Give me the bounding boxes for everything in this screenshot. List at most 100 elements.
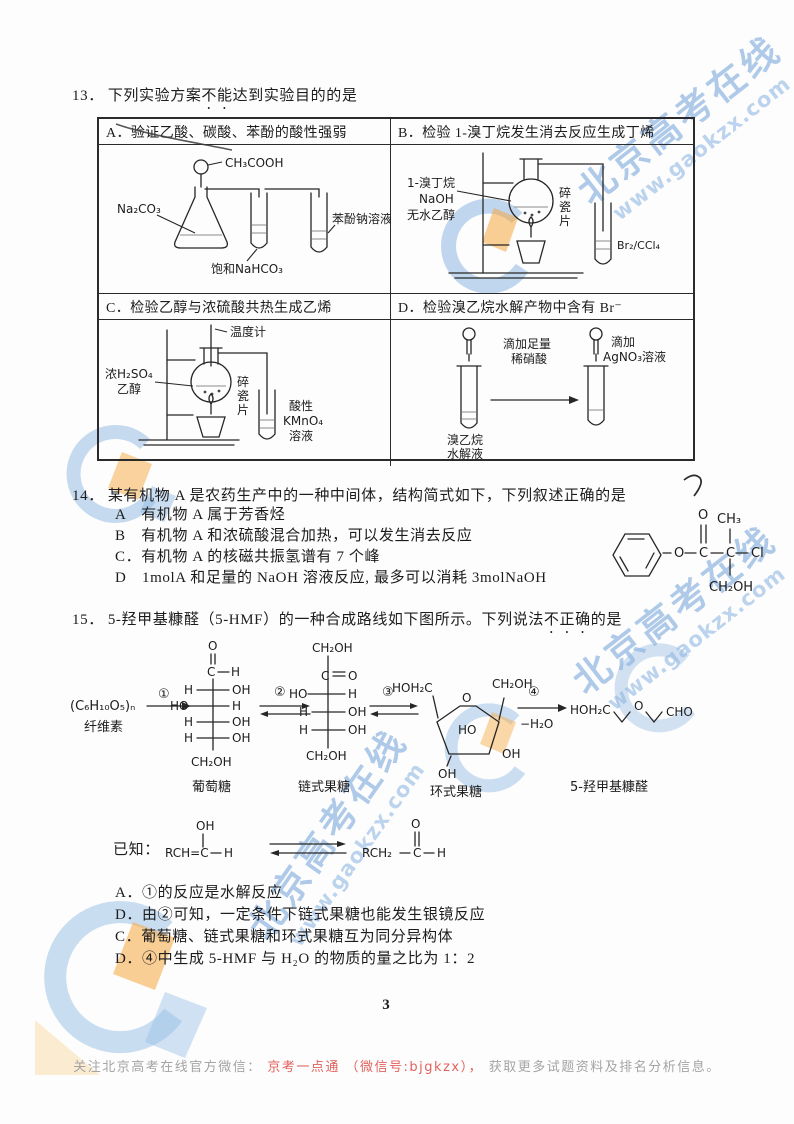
hydrolysate-label-2: 水解液 <box>447 446 483 461</box>
quaternary-c: C <box>726 546 735 561</box>
na2co3-label: Na₂CO₃ <box>117 202 161 216</box>
svg-text:KMnO₄: KMnO₄ <box>283 414 323 428</box>
page-number: 3 <box>382 997 390 1013</box>
kmno4-label: 酸性 <box>289 398 313 413</box>
q13-cell-b-header: B．检验 1-溴丁烷发生消去反应生成丁烯 <box>391 119 693 145</box>
step3-label: ③ <box>382 685 394 700</box>
svg-text:CH₂OH: CH₂OH <box>191 755 232 769</box>
q13-number: 13． <box>72 88 104 104</box>
q14-options: A 有机物 A 属于芳香烃 B 有机物 A 和浓硫酸混合加热，可以发生消去反应 … <box>115 505 547 589</box>
hydrolysate-label-1: 溴乙烷 <box>447 433 483 447</box>
test-tube-icon <box>583 365 609 426</box>
round-flask-icon <box>190 361 232 403</box>
svg-text:O: O <box>411 817 420 831</box>
svg-text:O: O <box>634 699 643 713</box>
step1-label: ① <box>158 687 170 702</box>
elimination-apparatus: Br₂/CCl₄ 碎 瓷 片 1-溴丁烷 NaOH 无水乙醇 <box>407 152 661 279</box>
q15-number: 15． <box>72 612 104 628</box>
footer-wechat-highlight: 京考一点通 （微信号:bjgkzx）， <box>267 1060 489 1075</box>
cellulose-formula: (C₆H₁₀O₅)ₙ <box>70 699 135 714</box>
h2so4-label: 浓H₂SO₄ <box>105 367 153 381</box>
svg-text:C: C <box>207 665 215 679</box>
q15-known-label: 已知： <box>113 842 160 858</box>
q15-option-a: A．①的反应是水解反应 <box>115 885 283 901</box>
pen-mark <box>115 123 233 151</box>
q13-cell-d-diagram: 滴加足量 稀硝酸 滴加 AgNO₃溶液 溴乙烷 水解液 <box>391 320 693 466</box>
naoh-label: NaOH <box>419 192 454 206</box>
q14-option-d: D 1molA 和足量的 NaOH 溶液反应, 最多可以消耗 3molNaOH <box>115 570 547 586</box>
svg-text:HOH₂C: HOH₂C <box>392 681 433 695</box>
logo-swoosh-cell-b <box>441 198 529 294</box>
svg-text:HOH₂C: HOH₂C <box>570 703 611 717</box>
q15-option-c: C．葡萄糖、链式果糖和环式果糖互为同分异构体 <box>115 929 454 945</box>
benzene-ring-icon <box>612 533 662 577</box>
svg-text:O: O <box>208 639 217 653</box>
minus-water-label: −H₂O <box>520 717 553 731</box>
svg-text:OH: OH <box>232 715 250 729</box>
pen-mark-check <box>683 474 702 497</box>
svg-text:片: 片 <box>559 214 571 228</box>
svg-text:HO: HO <box>289 687 307 701</box>
ethanol-label: 无水乙醇 <box>407 207 455 222</box>
cellulose-label: 纤维素 <box>84 720 123 735</box>
dropper-icon <box>462 327 476 341</box>
q13-cell-b-diagram: Br₂/CCl₄ 碎 瓷 片 1-溴丁烷 NaOH 无水乙醇 <box>391 145 693 294</box>
svg-text:H: H <box>231 665 240 679</box>
arrow-head <box>569 396 579 404</box>
q14-number: 14． <box>72 488 104 504</box>
q13-cell-d-header: D．检验溴乙烷水解产物中含有 Br⁻ <box>391 294 693 320</box>
svg-text:H: H <box>348 687 357 701</box>
ethylene-apparatus: 温度计 酸性 KMnO₄ 溶液 碎 瓷 片 浓H₂SO <box>105 324 323 446</box>
footer: 关注北京高考在线官方微信： 京考一点通 （微信号:bjgkzx）， 获取更多试题… <box>0 1056 794 1075</box>
enol-chain: RCH=C <box>165 846 209 860</box>
logo-swoosh-left <box>66 424 176 523</box>
q13-title: 13．下列实验方案不能达到实验目的的是 <box>72 84 357 113</box>
svg-text:OH: OH <box>348 723 366 737</box>
test-tube-icon <box>594 202 612 265</box>
q13-title-post: 达到实验目的的是 <box>232 88 358 104</box>
logo-swoosh-mid <box>614 643 696 733</box>
q14-structure: O C O C CH₃ Cl CH₂OH <box>612 508 764 595</box>
svg-text:OH: OH <box>438 767 456 781</box>
ethanol-label: 乙醇 <box>117 381 141 396</box>
svg-text:OH: OH <box>232 683 250 697</box>
svg-text:C: C <box>321 669 329 683</box>
svg-text:片: 片 <box>237 403 249 417</box>
svg-text:H: H <box>184 731 193 745</box>
ring-oxygen: O <box>462 691 471 705</box>
svg-text:HO: HO <box>170 699 188 713</box>
hydroxymethyl-group: CH₂OH <box>709 580 753 595</box>
logo-swoosh-bottom <box>35 901 207 1075</box>
chips-label: 碎 <box>559 185 571 200</box>
methyl-group: CH₃ <box>717 512 741 527</box>
agno3-label-2: AgNO₃溶液 <box>603 349 666 364</box>
q13-cell-a-diagram: CH₃COOH Na₂CO₃ 饱和NaHCO₃ 苯酚钠溶液 <box>99 145 392 294</box>
svg-text:CH₂OH: CH₂OH <box>306 749 347 763</box>
q15-title: 15．5-羟甲基糠醛（5-HMF）的一种合成路线如下图所示。下列说法不正确的是 <box>72 608 622 637</box>
svg-text:CHO: CHO <box>666 705 693 719</box>
q13-title-emphasis: 不能 <box>201 88 233 104</box>
q15-option-b: D．由②可知，一定条件下链式果糖也能发生银镜反应 <box>115 907 486 923</box>
nitric-acid-label-1: 滴加足量 <box>503 336 551 351</box>
q15-synthesis-route: (C₆H₁₀O₅)ₙ 纤维素 ① O C H H OH HO H H OH H … <box>70 639 693 800</box>
thermometer-label: 温度计 <box>230 324 266 339</box>
enol-oh: OH <box>196 819 214 833</box>
q13-cell-c-header: C．检验乙醇与浓硫酸共热生成乙烯 <box>99 294 391 320</box>
acid-strength-apparatus: CH₃COOH Na₂CO₃ 饱和NaHCO₃ 苯酚钠溶液 <box>117 156 392 276</box>
bromide-test-apparatus: 滴加足量 稀硝酸 滴加 AgNO₃溶液 溴乙烷 水解液 <box>447 327 666 461</box>
svg-text:H: H <box>232 699 241 713</box>
step4-label: ④ <box>528 685 540 700</box>
chain-fructose-label: 链式果糖 <box>298 779 350 795</box>
test-tube-icon <box>258 389 276 440</box>
svg-text:瓷: 瓷 <box>559 200 571 214</box>
svg-text:瓷: 瓷 <box>237 389 249 403</box>
hmf-structure: HOH₂C O CHO 5-羟甲基糠醛 <box>570 699 693 795</box>
svg-text:H: H <box>437 846 446 860</box>
hmf-label: 5-羟甲基糠醛 <box>570 779 648 795</box>
keto-chain: RCH₂ <box>362 846 392 860</box>
glucose-label: 葡萄糖 <box>192 779 231 795</box>
q15-title-pre: 5-羟甲基糠醛（5-HMF）的一种合成路线如下图所示。下列说法 <box>107 612 544 628</box>
q14-option-c: C．有机物 A 的核磁共振氢谱有 7 个峰 <box>115 549 381 565</box>
svg-text:CH₂OH: CH₂OH <box>312 641 353 655</box>
